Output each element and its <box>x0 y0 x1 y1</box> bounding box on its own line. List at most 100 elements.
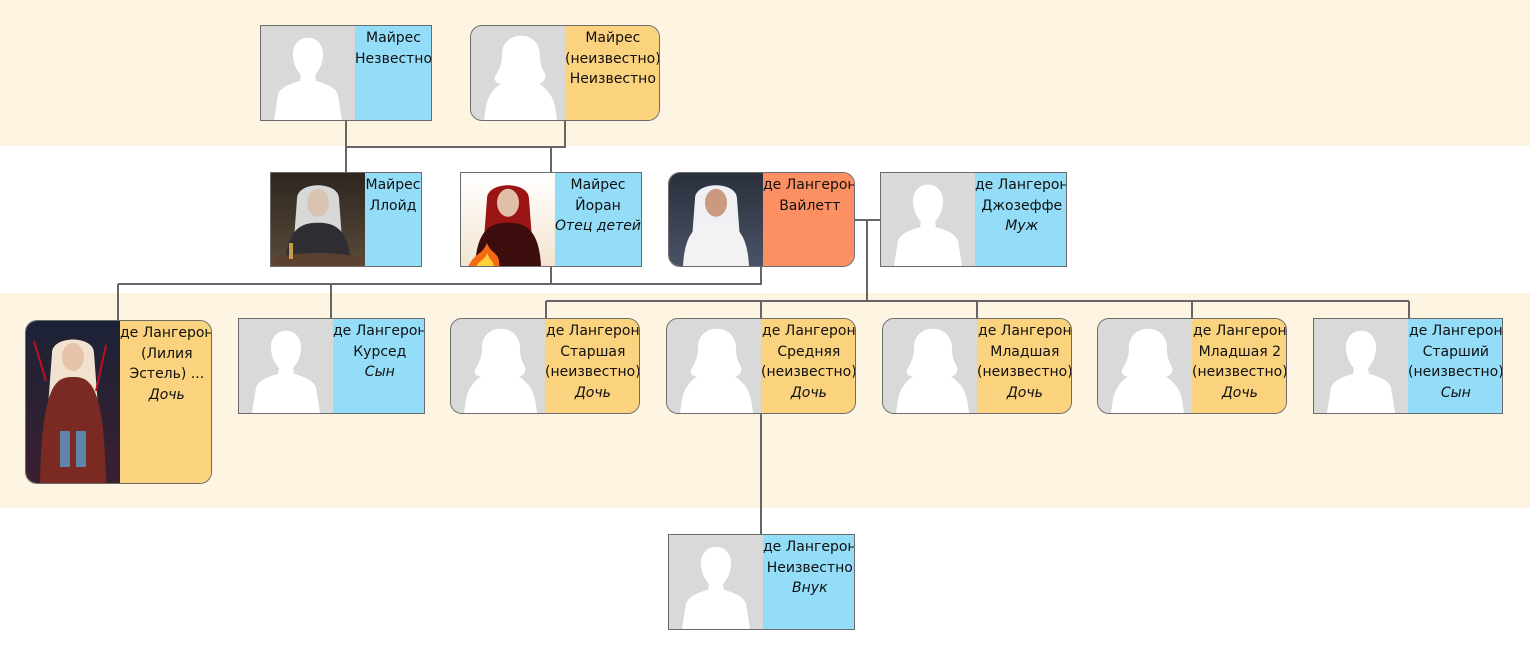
portrait-photo <box>271 173 365 266</box>
male-silhouette-icon <box>252 330 320 413</box>
person-name-line: Средняя <box>777 343 841 360</box>
person-name-line: (Лилия <box>141 345 193 362</box>
person-name-line: де Лангерон <box>546 323 640 339</box>
person-name-line: де Лангерон <box>120 325 212 341</box>
person-name-line: Неизвестно <box>569 71 656 87</box>
portrait-photo <box>669 173 763 266</box>
person-name-line: Курсед <box>353 343 407 360</box>
person-name-line: Старший <box>1422 343 1490 360</box>
parents-connector <box>345 121 566 172</box>
person-name-line: Йоран <box>575 197 621 214</box>
silhouette-photo <box>1098 319 1192 413</box>
person-name-line: де Лангерон <box>1409 323 1503 339</box>
person-name-line: де Лангерон <box>763 177 855 193</box>
person-relation: Отец детей <box>555 218 641 234</box>
silhouette-photo <box>239 319 333 413</box>
generation-band-1 <box>0 0 1530 146</box>
silhouette-photo <box>669 535 763 629</box>
person-name-line: Ллойд <box>369 197 417 214</box>
person-name-line: де Лангерон <box>1193 323 1287 339</box>
portrait-photo <box>461 173 555 266</box>
person-name-line: Майрес <box>585 30 641 46</box>
connector-group <box>117 121 1410 536</box>
person-name-line: де Лангерон <box>333 323 425 339</box>
person-relation: Дочь <box>574 384 611 401</box>
person-name-line: де Лангерон <box>762 323 856 339</box>
male-silhouette-icon <box>894 184 962 266</box>
person-name-line: (неизвестно) <box>565 50 660 67</box>
person-name-line: де Лангерон <box>978 323 1072 339</box>
person-name-line: Младшая 2 <box>1198 343 1282 360</box>
person-relation: Дочь <box>790 384 827 401</box>
person-relation: Дочь <box>148 386 185 403</box>
male-silhouette-icon <box>682 546 750 629</box>
female-silhouette-icon <box>484 35 557 120</box>
joran-vailett-connector <box>117 266 762 320</box>
person-name-line: Младшая <box>990 343 1060 360</box>
person-name-line: (неизвестно) <box>1408 364 1503 380</box>
person-name-line: Эстель) ... <box>129 366 205 382</box>
children-connector <box>545 300 1410 320</box>
person-name-line: Старшая <box>560 343 626 360</box>
portrait-image-icon <box>271 173 365 266</box>
person-relation: Сын <box>364 364 395 380</box>
person-info: Майрес (неизвестно) Неизвестно <box>565 26 660 120</box>
person-relation: Внук <box>792 580 828 596</box>
person-relation: Дочь <box>1221 384 1258 401</box>
person-relation: Дочь <box>1006 384 1043 401</box>
female-silhouette-icon <box>1111 328 1184 413</box>
silhouette-photo <box>883 319 977 413</box>
person-name-line: Неизвестно <box>766 559 853 576</box>
person-name-line: (неизвестно) <box>977 364 1072 380</box>
person-name-line: (неизвестно) <box>761 364 856 380</box>
person-relation: Муж <box>1005 218 1039 234</box>
portrait-image-icon <box>461 173 555 266</box>
male-silhouette-icon <box>274 37 342 120</box>
person-name-line: Майрес <box>570 177 626 193</box>
person-name-line: Джозеффе <box>981 197 1063 214</box>
person-name-line: Вайлетт <box>779 197 841 214</box>
portrait-photo <box>26 321 120 483</box>
silhouette-photo <box>1314 319 1408 413</box>
person-name-line: (неизвестно) <box>1192 364 1287 380</box>
silhouette-photo <box>667 319 761 413</box>
silhouette-photo <box>471 26 565 120</box>
person-name-line: Незвестно <box>355 50 432 67</box>
person-name-line: (неизвестно) <box>545 364 640 380</box>
portrait-image-icon <box>26 321 120 483</box>
silhouette-photo <box>881 173 975 266</box>
male-silhouette-icon <box>1327 330 1395 413</box>
silhouette-photo <box>451 319 545 413</box>
female-silhouette-icon <box>464 328 537 413</box>
person-name-line: де Лангерон <box>763 539 855 555</box>
female-silhouette-icon <box>680 328 753 413</box>
person-card-majres-neizvestno[interactable]: Майрес (неизвестно) Неизвестно <box>470 25 660 121</box>
